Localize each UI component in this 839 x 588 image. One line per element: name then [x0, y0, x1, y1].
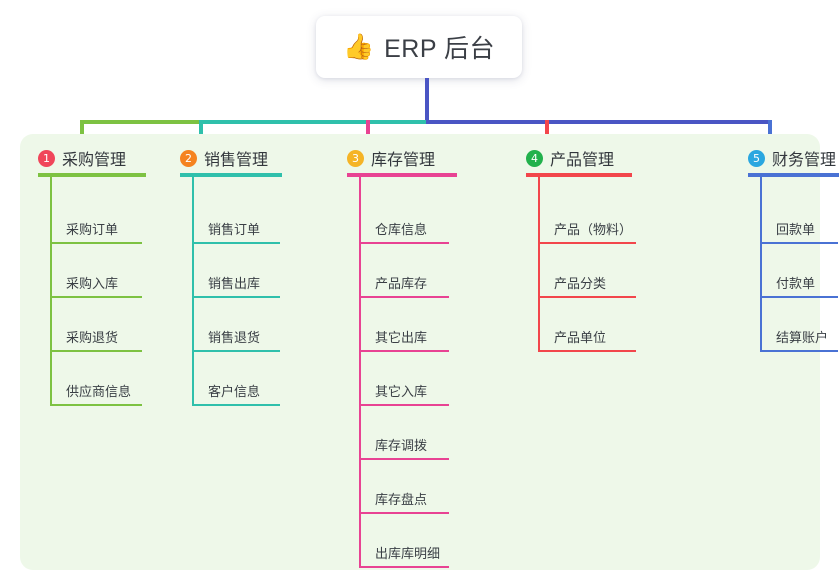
- branch-title: 产品管理: [550, 152, 615, 169]
- branch-item-rule: [192, 350, 280, 352]
- branch-item-label: 客户信息: [208, 384, 261, 399]
- branch-item[interactable]: 库存盘点: [359, 490, 449, 514]
- branch-item-rule: [50, 350, 142, 352]
- branch-title: 财务管理: [772, 152, 837, 169]
- branch-item[interactable]: 产品单位: [538, 328, 636, 352]
- branch-spine-line: [760, 175, 762, 352]
- branch-item[interactable]: 其它出库: [359, 328, 449, 352]
- branch-spine-line: [192, 175, 194, 406]
- branch-item[interactable]: 产品库存: [359, 274, 449, 298]
- branch-item[interactable]: 采购入库: [50, 274, 142, 298]
- root-trunk-line: [425, 78, 429, 122]
- branch-header[interactable]: 4 产品管理: [526, 146, 614, 170]
- branch-item[interactable]: 库存调拨: [359, 436, 449, 460]
- branches-panel: 1 采购管理采购订单采购入库采购退货供应商信息 2 销售管理销售订单销售出库销售退货客…: [20, 134, 839, 570]
- branch-header-rule: [748, 173, 839, 177]
- connector-bar-segment: [80, 120, 200, 124]
- branch-item-label: 采购入库: [66, 276, 119, 291]
- branch-item[interactable]: 销售订单: [192, 220, 280, 244]
- branch-item[interactable]: 付款单: [760, 274, 838, 298]
- branch-number-badge: 1: [38, 149, 55, 167]
- branch-item-rule: [359, 512, 449, 514]
- branch-item-label: 销售出库: [208, 276, 261, 291]
- branch-header-rule: [526, 173, 632, 177]
- branch-item-rule: [359, 296, 449, 298]
- branch-item[interactable]: 供应商信息: [50, 382, 142, 406]
- branch-number-badge: 3: [347, 149, 364, 167]
- branch-title: 采购管理: [62, 152, 127, 169]
- branch-spine-line: [538, 175, 540, 352]
- branch-item-label: 结算账户: [776, 330, 829, 345]
- branch-number-badge: 5: [748, 149, 765, 167]
- branch-item[interactable]: 结算账户: [760, 328, 838, 352]
- branch-item-label: 出库库明细: [375, 546, 441, 561]
- branch-item-rule: [760, 242, 838, 244]
- branch-item-label: 产品库存: [375, 276, 428, 291]
- branch-item[interactable]: 仓库信息: [359, 220, 449, 244]
- branch-item-rule: [538, 296, 636, 298]
- branch-spine-line: [359, 175, 361, 568]
- branch-item[interactable]: 采购退货: [50, 328, 142, 352]
- branch-item-label: 其它入库: [375, 384, 428, 399]
- branch-item-label: 其它出库: [375, 330, 428, 345]
- branch-number-badge: 2: [180, 149, 197, 167]
- branch-item-rule: [50, 296, 142, 298]
- branch-item-rule: [538, 350, 636, 352]
- branch-item-label: 产品分类: [554, 276, 607, 291]
- branch-item-label: 产品单位: [554, 330, 607, 345]
- branch-item[interactable]: 出库库明细: [359, 544, 449, 568]
- branch-item-label: 库存盘点: [375, 492, 428, 507]
- branch-item[interactable]: 其它入库: [359, 382, 449, 406]
- branch-header-rule: [38, 173, 146, 177]
- branch-header[interactable]: 3 库存管理: [347, 146, 435, 170]
- branch-item-label: 产品（物料）: [554, 222, 633, 237]
- branch-item-rule: [538, 242, 636, 244]
- branch-item-label: 库存调拨: [375, 438, 428, 453]
- branch-item-label: 回款单: [776, 222, 816, 237]
- branch-header-rule: [347, 173, 457, 177]
- branch-title: 库存管理: [371, 152, 436, 169]
- branch-item-rule: [359, 242, 449, 244]
- branch-header[interactable]: 5 财务管理: [748, 146, 836, 170]
- branch-item-label: 仓库信息: [375, 222, 428, 237]
- branch-item-rule: [192, 404, 280, 406]
- branch-item[interactable]: 销售出库: [192, 274, 280, 298]
- branch-header[interactable]: 2 销售管理: [180, 146, 268, 170]
- branch-item-rule: [359, 350, 449, 352]
- branch-item-rule: [50, 242, 142, 244]
- thumbs-up-icon: 👍: [342, 32, 375, 61]
- branch-item-rule: [760, 296, 838, 298]
- branch-item-rule: [359, 404, 449, 406]
- branch-item-label: 采购订单: [66, 222, 119, 237]
- branch-item-label: 付款单: [776, 276, 816, 291]
- branch-header[interactable]: 1 采购管理: [38, 146, 126, 170]
- branch-item-rule: [359, 566, 449, 568]
- root-title: ERP 后台: [384, 35, 496, 63]
- branch-item-rule: [359, 458, 449, 460]
- connector-bar-segment: [200, 120, 426, 124]
- branch-item[interactable]: 回款单: [760, 220, 838, 244]
- branch-number-badge: 4: [526, 149, 543, 167]
- branch-item-label: 采购退货: [66, 330, 119, 345]
- root-node[interactable]: 👍 ERP 后台: [316, 16, 522, 78]
- branch-title: 销售管理: [204, 152, 269, 169]
- branch-item[interactable]: 产品分类: [538, 274, 636, 298]
- branch-item[interactable]: 采购订单: [50, 220, 142, 244]
- branch-item[interactable]: 产品（物料）: [538, 220, 636, 244]
- branch-item-rule: [192, 242, 280, 244]
- branch-item-label: 供应商信息: [66, 384, 132, 399]
- connector-bar-segment: [426, 120, 770, 124]
- branch-item-label: 销售退货: [208, 330, 261, 345]
- branch-header-rule: [180, 173, 282, 177]
- branch-spine-line: [50, 175, 52, 406]
- branch-item[interactable]: 客户信息: [192, 382, 280, 406]
- branch-item-label: 销售订单: [208, 222, 261, 237]
- branch-item-rule: [50, 404, 142, 406]
- branch-item[interactable]: 销售退货: [192, 328, 280, 352]
- branch-item-rule: [192, 296, 280, 298]
- branch-item-rule: [760, 350, 838, 352]
